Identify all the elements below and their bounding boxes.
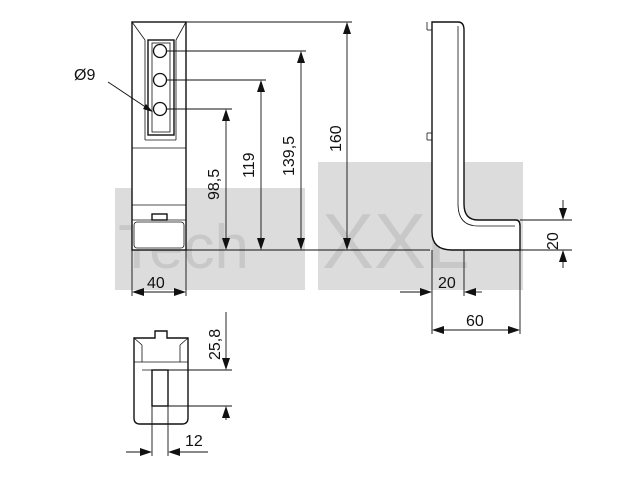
side-view (426, 21, 521, 251)
mounting-hole-bottom (152, 101, 168, 117)
dim-98-5: 98,5 (206, 109, 230, 250)
dim-bottom-25-8: 25,8 (168, 312, 232, 420)
label-119: 119 (241, 152, 258, 178)
label-side-height-20: 20 (545, 232, 562, 250)
mounting-hole-middle (152, 72, 168, 88)
dim-side-width-60: 60 (432, 250, 521, 334)
label-side-foot-20: 20 (438, 275, 456, 292)
label-40: 40 (147, 275, 165, 292)
dim-40: 40 (131, 250, 187, 296)
dim-side-foot-20: 20 (400, 250, 482, 334)
extension-lines (166, 21, 430, 251)
bottom-slot (151, 369, 169, 407)
bottom-view (133, 330, 189, 425)
dim-139-5: 139,5 (281, 51, 305, 250)
front-tab (151, 213, 168, 221)
dim-hole-diameter: Ø9 (74, 67, 153, 112)
label-bottom-25-8: 25,8 (207, 329, 224, 360)
side-body (431, 21, 521, 251)
dim-bottom-12: 12 (126, 406, 208, 456)
label-hole-diameter: Ø9 (74, 67, 95, 84)
label-98-5: 98,5 (206, 169, 223, 200)
label-160: 160 (328, 125, 345, 152)
label-bottom-12: 12 (185, 433, 203, 450)
mounting-hole-top (152, 43, 168, 59)
dim-160: 160 (328, 22, 351, 250)
label-side-width-60: 60 (466, 313, 484, 330)
front-view (131, 21, 187, 251)
dim-side-height-20: 20 (520, 200, 572, 268)
label-139-5: 139,5 (281, 136, 298, 176)
dim-119: 119 (241, 80, 265, 250)
